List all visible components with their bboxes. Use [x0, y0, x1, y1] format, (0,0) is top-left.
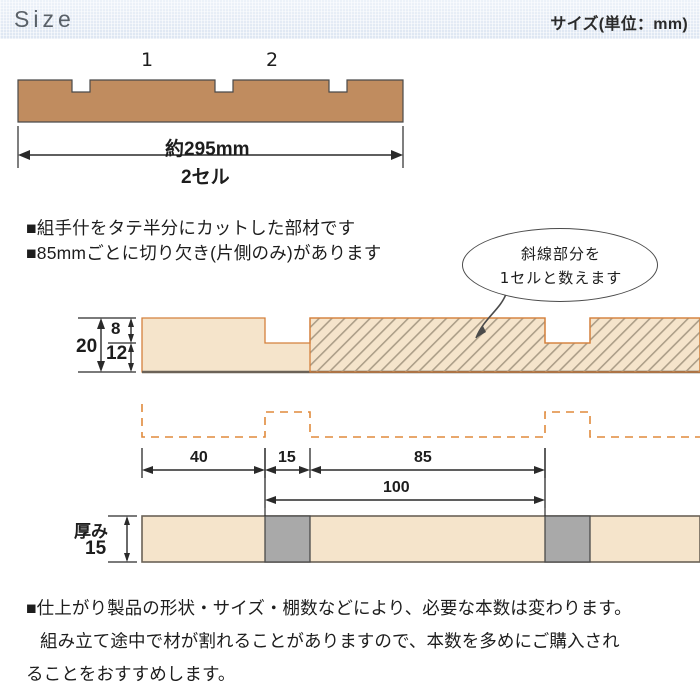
- notch-block-2: [544, 515, 591, 563]
- footer-notes: ■仕上がり製品の形状・サイズ・棚数などにより、必要な本数は変わります。 組み立て…: [26, 592, 686, 691]
- dim8-arrow-bottom: [128, 334, 134, 343]
- hatched-cell-outline: [309, 317, 700, 373]
- callout-tail: [475, 293, 507, 339]
- callout-tail-arrow: [476, 326, 486, 338]
- dim85-arrow-left: [310, 466, 321, 474]
- dim-label-8: 8: [111, 319, 121, 338]
- thick-arrow-top: [124, 516, 130, 525]
- dim15-arrow-right: [299, 466, 310, 474]
- page-header: Size サイズ(単位：mm): [0, 0, 700, 40]
- plan-board-shape: [17, 79, 404, 123]
- footer-line-2: 組み立て途中で材が割れることがありますので、本数を多めにご購入され: [40, 631, 620, 651]
- dim100-arrow-right: [534, 496, 545, 504]
- dim-label-15: 15: [278, 449, 296, 466]
- dim8-arrow-top: [128, 318, 134, 327]
- plan-view-diagram: 1 2 約295mm 2セル: [0, 40, 700, 190]
- dashed-profile-projection: [141, 404, 700, 438]
- thick-arrow-bottom: [124, 553, 130, 562]
- arrow-head-left: [18, 150, 30, 160]
- cell-label-1: 1: [141, 49, 154, 71]
- dim100-arrow-left: [265, 496, 276, 504]
- dim20-arrow-bottom: [97, 361, 105, 372]
- dim40-arrow-right: [254, 466, 265, 474]
- dim15-arrow-left: [265, 466, 276, 474]
- footer-line-3: ることをおすすめします。: [26, 664, 236, 684]
- thickness-label: 厚み: [74, 522, 108, 541]
- dim-label-40: 40: [190, 449, 208, 466]
- plan-length-label: 約295mm: [165, 139, 250, 160]
- dim40-arrow-left: [142, 466, 153, 474]
- dim20-arrow-top: [97, 318, 105, 329]
- note-bullet-1: ■組手什をタテ半分にカットした部材です: [26, 218, 356, 238]
- thickness-strip: [141, 515, 700, 563]
- dim85-arrow-right: [534, 466, 545, 474]
- dim12-arrow-bottom: [128, 363, 134, 372]
- notch-block-1: [264, 515, 311, 563]
- dim-label-85: 85: [414, 449, 432, 466]
- dim-label-100: 100: [383, 479, 410, 496]
- cell-label-2: 2: [266, 49, 279, 71]
- hatched-cell-region: [310, 318, 700, 372]
- dim12-arrow-top: [128, 343, 134, 352]
- callout-bubble: 斜線部分を 1セルと数えます: [462, 228, 658, 302]
- callout-line-2: 1セルと数えます: [499, 269, 623, 287]
- arrow-head-right: [391, 150, 403, 160]
- notes-block: ■組手什をタテ半分にカットした部材です ■85mmごとに切り欠き(片側のみ)があ…: [26, 216, 381, 266]
- plan-view-svg: [17, 79, 404, 168]
- page-title: Size: [14, 6, 75, 32]
- dim-label-20: 20: [76, 336, 98, 357]
- note-bullet-2: ■85mmごとに切り欠き(片側のみ)があります: [26, 243, 382, 263]
- dim-label-12: 12: [106, 343, 128, 364]
- unit-label: サイズ(単位：mm): [550, 16, 688, 33]
- plan-cell-count-label: 2セル: [181, 167, 230, 188]
- thickness-value: 15: [85, 538, 107, 559]
- callout-tail-svg: [475, 293, 507, 339]
- callout-line-1: 斜線部分を: [520, 245, 601, 263]
- footer-line-1: ■仕上がり製品の形状・サイズ・棚数などにより、必要な本数は変わります。: [26, 598, 632, 618]
